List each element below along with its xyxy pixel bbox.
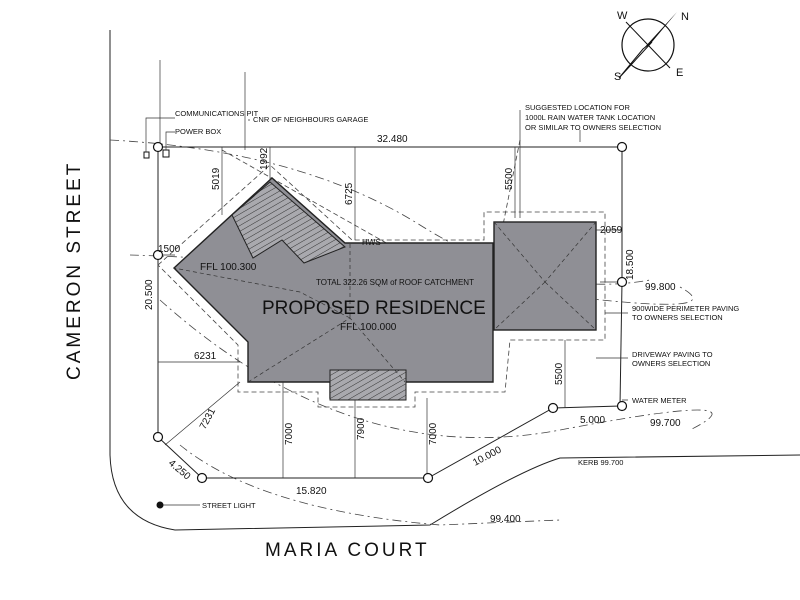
dim-5500-right: 5500 (554, 362, 565, 385)
dim-7900: 7900 (356, 417, 367, 440)
entry-porch[interactable] (329, 369, 407, 401)
dim-5019: 5019 (211, 167, 222, 190)
driveway-paving-label-2: OWNERS SELECTION (632, 359, 710, 368)
dim-7231: 7231 (198, 406, 218, 431)
compass-needle-icon (643, 12, 677, 49)
hws-label: HWS (362, 238, 381, 247)
site-boundary (157, 146, 623, 479)
contour-line-4 (179, 444, 561, 526)
dim-bottom-boundary: 15.820 (296, 486, 327, 497)
perimeter-paving-outline (157, 164, 606, 408)
perimeter-paving-label-1: 900WIDE PERIMETER PAVING (632, 304, 739, 313)
dim-corner-cut: 4.250 (166, 458, 193, 483)
communications-pit-label: COMMUNICATIONS PIT (175, 109, 259, 118)
roof-catchment-label: TOTAL 322.26 SQM of ROOF CATCHMENT (316, 278, 474, 287)
water-meter-label: WATER METER (632, 396, 687, 405)
dim-1992: 1992 (259, 147, 270, 170)
dim-7000-b: 7000 (428, 422, 439, 445)
dim-5500-top: 5500 (504, 167, 515, 190)
svg-text:E: E (676, 67, 683, 79)
kerb-label: KERB 99.700 (578, 458, 623, 467)
street-light-label: STREET LIGHT (202, 501, 256, 510)
driveway-paving-label-1: DRIVEWAY PAVING TO (632, 350, 713, 359)
hatched-roof-section[interactable] (231, 181, 346, 264)
dim-top-boundary: 32.480 (377, 134, 408, 145)
north-compass: N S E W (614, 10, 689, 83)
cameron-street-label: CAMERON STREET (64, 161, 85, 380)
tank-note-line-3: OR SIMILAR TO OWNERS SELECTION (525, 123, 661, 132)
dim-left-boundary: 20.500 (144, 279, 155, 310)
ffl-upper-label: FFL 100.300 (200, 262, 257, 273)
maria-court-label: MARIA COURT (265, 540, 430, 561)
dim-right-boundary: 18.500 (625, 249, 636, 280)
boundary-pegs (152, 141, 628, 484)
proposed-residence-title: PROPOSED RESIDENCE (262, 298, 486, 319)
power-box-label: POWER BOX (175, 127, 221, 136)
dim-7000-a: 7000 (284, 422, 295, 445)
neighbours-garage-label: CNR OF NEIGHBOURS GARAGE (253, 115, 368, 124)
leader-lines (145, 110, 628, 506)
street-light-symbol (156, 501, 164, 509)
dim-front-right: 5.000 (580, 415, 605, 426)
right-wing-footprint[interactable] (493, 221, 597, 331)
dim-1500: 1500 (158, 244, 181, 255)
power-box-symbol (162, 149, 170, 158)
svg-text:S: S (614, 71, 621, 83)
dim-6725: 6725 (344, 182, 355, 205)
dim-6231: 6231 (194, 351, 217, 362)
tank-note-line-1: SUGGESTED LOCATION FOR (525, 103, 630, 112)
level-99400: 99.400 (490, 514, 521, 525)
dim-front-angled: 10.000 (471, 444, 504, 468)
svg-text:W: W (617, 10, 628, 22)
communications-pit-symbol (143, 151, 150, 159)
svg-text:N: N (681, 11, 689, 23)
roof-ridge-lines (173, 221, 597, 383)
kerb-line (109, 30, 800, 531)
tank-note-line-2: 1000L RAIN WATER TANK LOCATION (525, 113, 655, 122)
ffl-lower-label: FFL 100.000 (340, 322, 397, 333)
dimension-lines (158, 147, 624, 478)
level-99800: 99.800 (645, 282, 676, 293)
dim-2059: 2059 (600, 225, 623, 236)
level-99700: 99.700 (650, 418, 681, 429)
perimeter-paving-label-2: TO OWNERS SELECTION (632, 313, 723, 322)
